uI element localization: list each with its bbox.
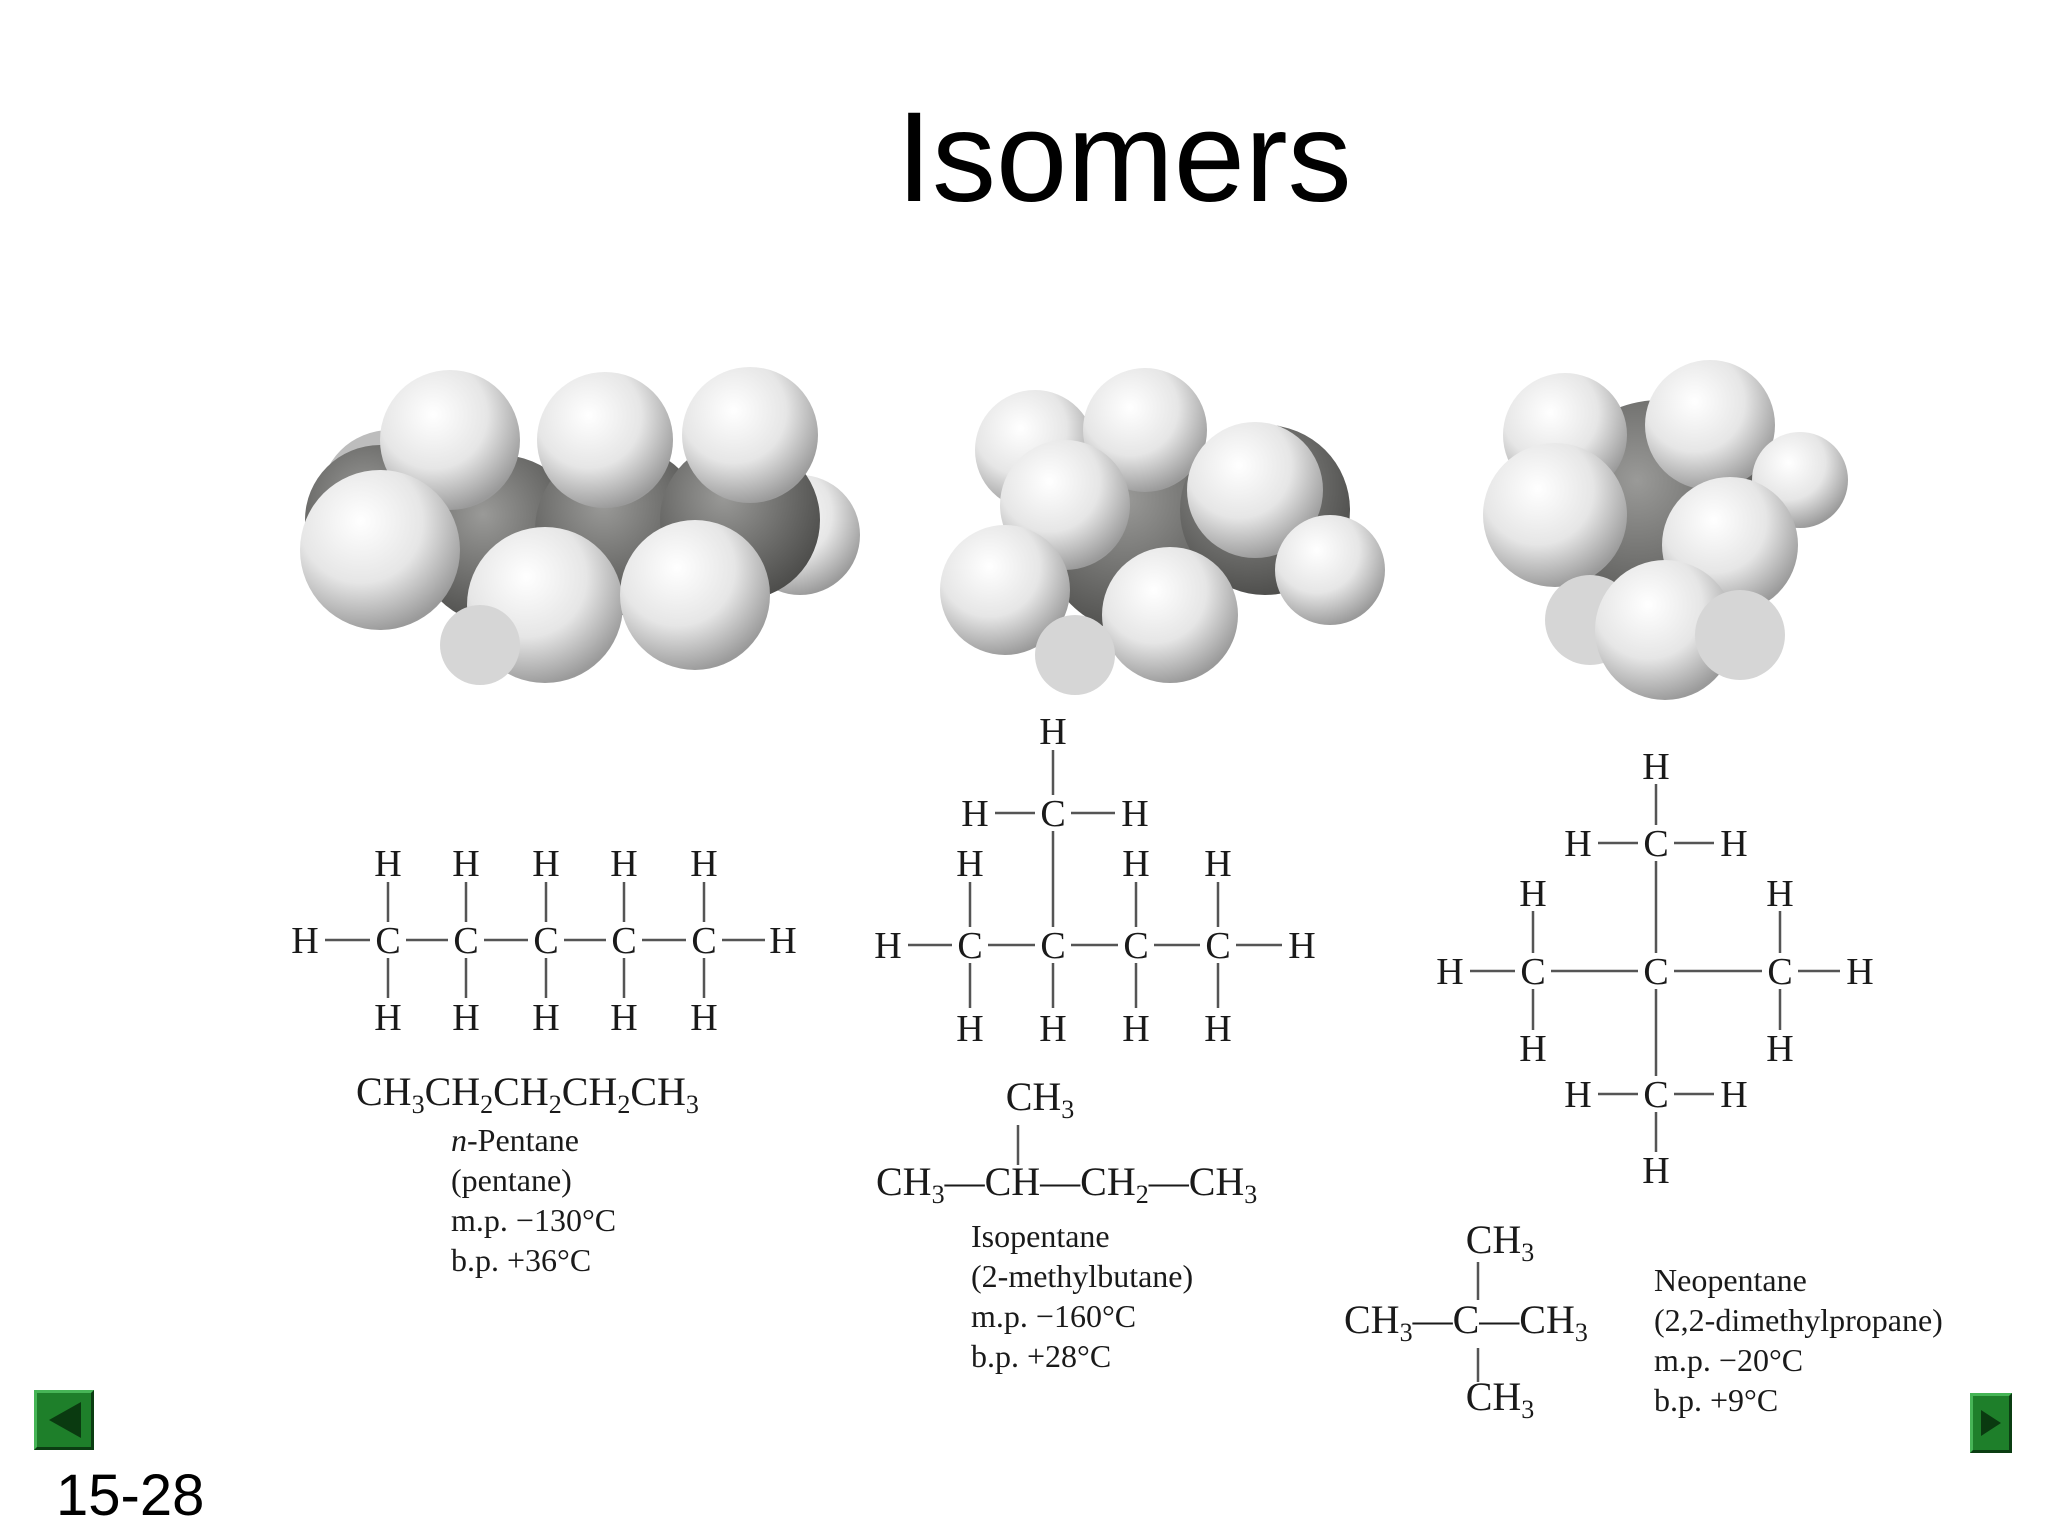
isopentane-melting-point: m.p. −160°C <box>971 1298 1137 1334</box>
neopentane-hydrogen-atom: H <box>1519 873 1546 915</box>
neopentane-boiling-point: b.p. +9°C <box>1654 1382 1779 1418</box>
n-pentane-carbon-atom: C <box>453 920 478 962</box>
n-pentane-hydrogen-atom: H <box>610 843 637 885</box>
isopentane-hydrogen-atom: H <box>1121 793 1148 835</box>
neopentane-hydrogen-atom: H <box>1642 746 1669 788</box>
neopentane-carbon-atom: C <box>1643 823 1668 865</box>
isopentane-hydrogen-atom: H <box>956 1008 983 1050</box>
isopentane-hydrogen-atom: H <box>874 925 901 967</box>
n-pentane-hydrogen-atom: H <box>374 843 401 885</box>
isopentane-space-filling-model <box>940 368 1385 695</box>
neopentane-hydrogen-atom: H <box>1642 1150 1669 1192</box>
slide-title: Isomers <box>896 86 1352 229</box>
neopentane-carbon-atom: C <box>1520 951 1545 993</box>
isopentane-hydrogen-atom: H <box>956 843 983 885</box>
isopentane-hydrogen-atom: H <box>1288 925 1315 967</box>
neopentane-alt-name: (2,2-dimethylpropane) <box>1654 1302 1943 1338</box>
slide-number: 15-28 <box>56 1463 205 1528</box>
n-pentane-hydrogen-atom: H <box>452 997 479 1039</box>
isopentane-hydrogen-atom: H <box>1204 843 1231 885</box>
n-pentane-hydrogen-atom: H <box>452 843 479 885</box>
n-pentane-hydrogen-atom: H <box>610 997 637 1039</box>
neopentane-hydrogen-atom: H <box>1846 951 1873 993</box>
isopentane-carbon-atom: C <box>1123 925 1148 967</box>
isopentane-properties: Isopentane (2-methylbutane) m.p. −160°C … <box>971 1216 1193 1376</box>
isopentane-name: Isopentane <box>971 1218 1110 1254</box>
isopentane-alt-name: (2-methylbutane) <box>971 1258 1194 1294</box>
neopentane-carbon-atom: C <box>1643 1074 1668 1116</box>
n-pentane-space-filling-model <box>300 367 860 685</box>
n-pentane-hydrogen-atom: H <box>690 997 717 1039</box>
neopentane-space-filling-model <box>1483 360 1848 700</box>
n-pentane-melting-point: m.p. −130°C <box>451 1202 617 1238</box>
isopentane-condensed-branch: CH3 <box>1006 1074 1075 1124</box>
neopentane-hydrogen-atom: H <box>1436 951 1463 993</box>
n-pentane-name: n-Pentane <box>451 1122 579 1158</box>
n-pentane-hydrogen-atom: H <box>690 843 717 885</box>
isopentane-carbon-atom: C <box>1205 925 1230 967</box>
neopentane-hydrogen-atom: H <box>1519 1028 1546 1070</box>
neopentane-condensed-bottom: CH3 <box>1466 1374 1535 1424</box>
n-pentane-hydrogen-atom: H <box>769 920 796 962</box>
neopentane-hydrogen-atom: H <box>1766 873 1793 915</box>
n-pentane-hydrogen-atom: H <box>291 920 318 962</box>
arrow-right-icon <box>1981 1410 2001 1436</box>
neopentane-hydrogen-atom: H <box>1720 823 1747 865</box>
isopentane-hydrogen-atom: H <box>961 793 988 835</box>
isopentane-hydrogen-atom: H <box>1204 1008 1231 1050</box>
neopentane-hydrogen-atom: H <box>1766 1028 1793 1070</box>
neopentane-name: Neopentane <box>1654 1262 1807 1298</box>
isopentane-hydrogen-atom: H <box>1039 711 1066 753</box>
n-pentane-carbon-atom: C <box>611 920 636 962</box>
neopentane-carbon-atom: C <box>1643 951 1668 993</box>
isopentane-carbon-atom: C <box>957 925 982 967</box>
neopentane-hydrogen-atom: H <box>1720 1074 1747 1116</box>
n-pentane-alt-name: (pentane) <box>451 1162 572 1198</box>
n-pentane-carbon-atom: C <box>533 920 558 962</box>
neopentane-properties: Neopentane (2,2-dimethylpropane) m.p. −2… <box>1654 1260 1943 1420</box>
isopentane-hydrogen-atom: H <box>1039 1008 1066 1050</box>
previous-slide-button[interactable] <box>34 1390 94 1450</box>
neopentane-melting-point: m.p. −20°C <box>1654 1342 1804 1378</box>
n-pentane-hydrogen-atom: H <box>374 997 401 1039</box>
isopentane-hydrogen-atom: H <box>1122 1008 1149 1050</box>
n-pentane-carbon-atom: C <box>691 920 716 962</box>
neopentane-condensed-top: CH3 <box>1466 1217 1535 1267</box>
n-pentane-condensed-formula: CH3CH2CH2CH2CH3 <box>356 1069 699 1119</box>
arrow-left-icon <box>49 1402 81 1438</box>
neopentane-carbon-atom: C <box>1767 951 1792 993</box>
isopentane-hydrogen-atom: H <box>1122 843 1149 885</box>
n-pentane-boiling-point: b.p. +36°C <box>451 1242 592 1278</box>
isopentane-condensed-formula: CH3—CH—CH2—CH3 <box>876 1159 1257 1209</box>
isopentane-carbon-atom: C <box>1040 793 1065 835</box>
n-pentane-hydrogen-atom: H <box>532 843 559 885</box>
n-pentane-properties: n-Pentane (pentane) m.p. −130°C b.p. +36… <box>451 1120 616 1280</box>
isopentane-carbon-atom: C <box>1040 925 1065 967</box>
n-pentane-carbon-atom: C <box>375 920 400 962</box>
n-pentane-hydrogen-atom: H <box>532 997 559 1039</box>
isopentane-boiling-point: b.p. +28°C <box>971 1338 1112 1374</box>
neopentane-hydrogen-atom: H <box>1564 823 1591 865</box>
neopentane-condensed-formula: CH3—C—CH3 <box>1344 1297 1588 1347</box>
neopentane-hydrogen-atom: H <box>1564 1074 1591 1116</box>
next-slide-button[interactable] <box>1970 1393 2012 1453</box>
